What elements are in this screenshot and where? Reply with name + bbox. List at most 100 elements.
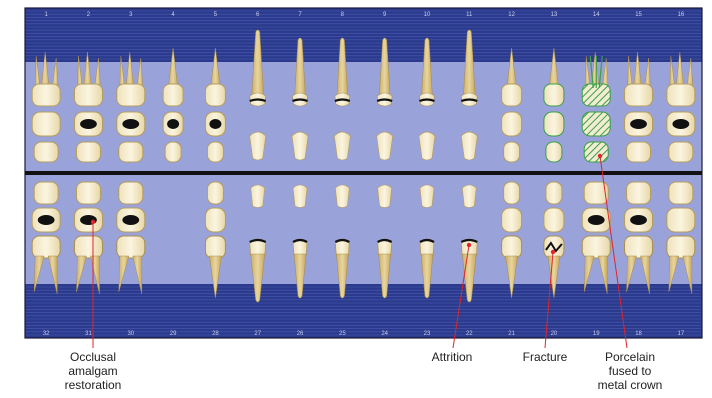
upper-tooth-number: 15 (635, 12, 642, 18)
tooth-lingual-view (584, 142, 608, 162)
tooth-occlusal-view (502, 208, 522, 232)
tooth-lingual-view (419, 132, 435, 160)
tooth-crown (74, 84, 102, 106)
tooth-lingual-view (119, 142, 143, 162)
amalgam-restoration (80, 119, 97, 129)
tooth-crown (117, 236, 145, 258)
occlusal-amalgam-label: Occlusal amalgam restoration (53, 350, 133, 392)
lower-tooth-number: 17 (678, 331, 685, 337)
amalgam-restoration (630, 215, 647, 225)
tooth-lingual-view (627, 142, 651, 162)
upper-tooth-number: 12 (508, 12, 515, 18)
tooth-lingual-view (34, 142, 58, 162)
tooth-lingual-view (669, 142, 693, 162)
lower-tooth-number: 31 (85, 331, 92, 337)
tooth-facial-view (335, 185, 349, 208)
tooth-crown (117, 84, 145, 106)
tooth-lingual-view (207, 142, 223, 162)
tooth-crown (582, 236, 610, 258)
lower-tooth-number: 19 (593, 331, 600, 337)
lower-tooth-number: 21 (508, 331, 515, 337)
tooth-crown (74, 236, 102, 258)
callout-line-amalgam-tip (91, 220, 95, 224)
upper-band (25, 8, 702, 62)
tooth-occlusal-view (32, 112, 60, 136)
tooth-facial-view (546, 182, 562, 204)
tooth-facial-view (627, 182, 651, 204)
tooth-crown (32, 236, 60, 258)
tooth-crown (163, 84, 183, 106)
tooth-facial-view (119, 182, 143, 204)
amalgam-restoration (630, 119, 647, 129)
amalgam-restoration (122, 215, 139, 225)
lower-tooth-number: 27 (254, 331, 261, 337)
lower-tooth-number: 28 (212, 331, 219, 337)
pfm-crown-label: Porcelain fused to metal crown (580, 350, 680, 392)
upper-tooth-number: 11 (466, 12, 473, 18)
upper-tooth-number: 10 (424, 12, 431, 18)
tooth-facial-view (420, 185, 434, 208)
tooth-crown (625, 236, 653, 258)
tooth-crown (502, 84, 522, 106)
tooth-lingual-view (250, 132, 266, 160)
tooth-facial-view (251, 185, 265, 208)
tooth-lingual-view (334, 132, 350, 160)
tooth-lingual-view (292, 132, 308, 160)
tooth-lingual-view (76, 142, 100, 162)
tooth-crown (544, 84, 564, 106)
amalgam-restoration (209, 119, 221, 129)
tooth-lingual-view (165, 142, 181, 162)
lower-tooth-number: 24 (381, 331, 388, 337)
tooth-facial-view (207, 182, 223, 204)
lower-tooth-number: 32 (43, 331, 50, 337)
amalgam-restoration (167, 119, 179, 129)
tooth-crown (205, 236, 225, 258)
tooth-facial-view (34, 182, 58, 204)
tooth-facial-view (76, 182, 100, 204)
tooth-lingual-view (546, 142, 562, 162)
tooth-occlusal-view (544, 208, 564, 232)
attrition-label: Attrition (422, 350, 482, 364)
tooth-crown (32, 84, 60, 106)
upper-tooth-number: 13 (551, 12, 558, 18)
lower-tooth-number: 22 (466, 331, 473, 337)
lower-tooth-number: 23 (424, 331, 431, 337)
tooth-occlusal-view (502, 112, 522, 136)
upper-tooth-number: 16 (678, 12, 685, 18)
tooth-facial-view (378, 185, 392, 208)
tooth-crown (502, 236, 522, 258)
lower-tooth-number: 30 (127, 331, 134, 337)
lower-tooth-number: 20 (551, 331, 558, 337)
tooth-facial-view (669, 182, 693, 204)
tooth-occlusal-view (544, 112, 564, 136)
callout-line-fracture-tip (551, 250, 555, 254)
lower-tooth-number: 25 (339, 331, 346, 337)
callout-line-attrition-tip (467, 243, 471, 247)
tooth-lingual-view (461, 132, 477, 160)
lower-tooth-number: 29 (170, 331, 177, 337)
tooth-occlusal-view (582, 112, 610, 136)
tooth-facial-view (293, 185, 307, 208)
amalgam-restoration (672, 119, 689, 129)
tooth-facial-view (462, 185, 476, 208)
tooth-crown (667, 236, 695, 258)
amalgam-restoration (38, 215, 55, 225)
fracture-label: Fracture (515, 350, 575, 364)
tooth-crown (667, 84, 695, 106)
lower-tooth-number: 26 (297, 331, 304, 337)
lower-band (25, 284, 702, 338)
arch-divider (25, 171, 702, 175)
tooth-crown (205, 84, 225, 106)
tooth-occlusal-view (205, 208, 225, 232)
upper-tooth-number: 14 (593, 12, 600, 18)
callout-line-crown-tip (598, 154, 602, 158)
amalgam-restoration (122, 119, 139, 129)
tooth-lingual-view (504, 142, 520, 162)
lower-tooth-number: 18 (635, 331, 642, 337)
tooth-occlusal-view (667, 208, 695, 232)
tooth-lingual-view (377, 132, 393, 160)
tooth-facial-view (504, 182, 520, 204)
amalgam-restoration (588, 215, 605, 225)
tooth-crown (625, 84, 653, 106)
